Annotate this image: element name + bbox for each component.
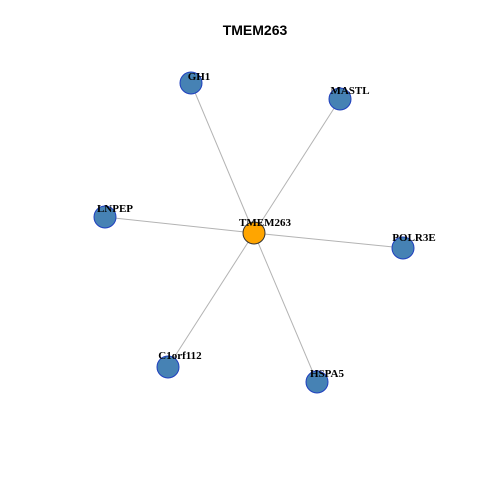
node-gh1-label: GH1 — [188, 71, 211, 83]
node-tmem263-circle[interactable] — [242, 221, 266, 245]
node-c1orf112-label: C1orf112 — [158, 350, 202, 362]
node-polr3e[interactable]: POLR3E — [391, 232, 436, 260]
node-lnpep-label: LNPEP — [97, 203, 133, 215]
node-tmem263-label: TMEM263 — [239, 217, 291, 229]
edge-hspa5 — [253, 232, 318, 383]
node-hspa5-label: HSPA5 — [310, 368, 345, 380]
node-polr3e-label: POLR3E — [392, 232, 435, 244]
node-lnpep-circle[interactable] — [93, 205, 117, 229]
node-c1orf112-circle[interactable] — [156, 355, 180, 379]
node-hspa5[interactable]: HSPA5 — [305, 368, 345, 394]
edge-gh1 — [190, 82, 255, 234]
node-mastl-circle[interactable] — [328, 87, 352, 111]
node-mastl[interactable]: MASTL — [328, 85, 370, 111]
node-polr3e-circle[interactable] — [391, 236, 415, 260]
edge-c1orf112 — [167, 232, 255, 368]
node-mastl-label: MASTL — [330, 85, 369, 97]
diagram-title: TMEM263 — [223, 22, 288, 38]
node-hspa5-circle[interactable] — [305, 370, 329, 394]
node-c1orf112[interactable]: C1orf112 — [156, 350, 202, 379]
edges — [104, 82, 404, 383]
node-tmem263[interactable]: TMEM263 — [239, 217, 291, 245]
node-gh1[interactable]: GH1 — [179, 71, 211, 95]
node-lnpep[interactable]: LNPEP — [93, 203, 133, 229]
edge-polr3e — [253, 232, 404, 249]
edge-mastl — [253, 98, 341, 234]
edge-lnpep — [104, 216, 255, 234]
node-gh1-circle[interactable] — [179, 71, 203, 95]
